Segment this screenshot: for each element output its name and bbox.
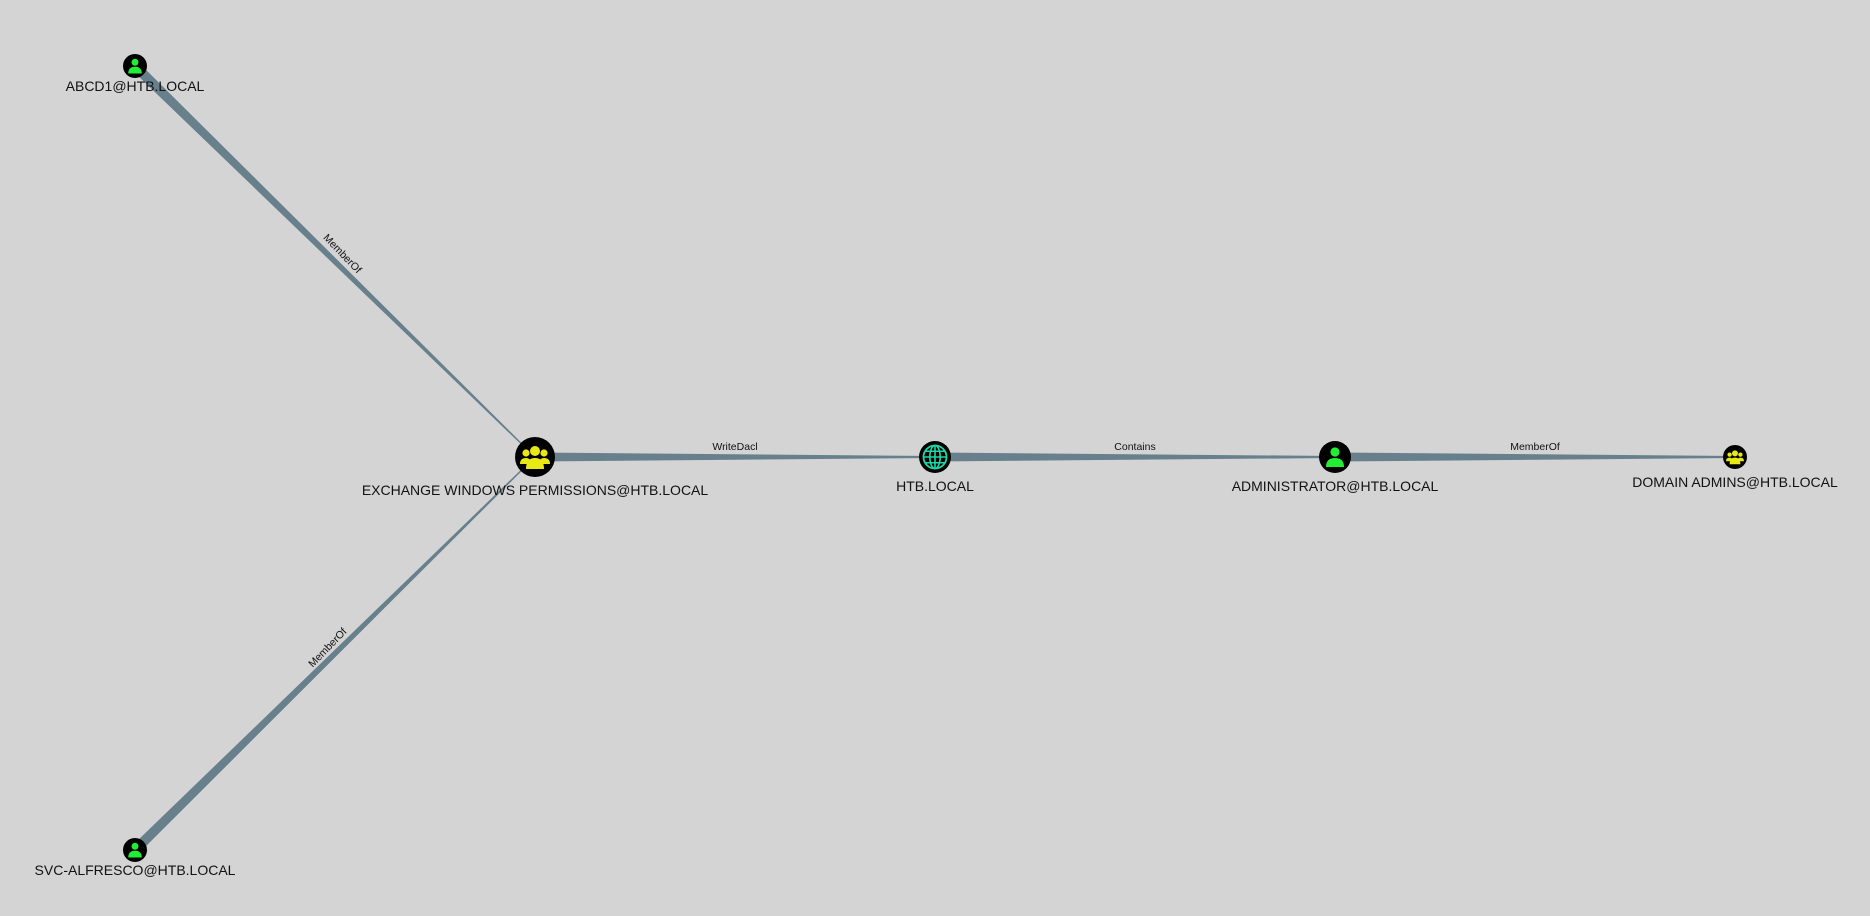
- node-htb[interactable]: HTB.LOCAL: [896, 441, 974, 494]
- node-circle[interactable]: [515, 437, 555, 477]
- node-label: EXCHANGE WINDOWS PERMISSIONS@HTB.LOCAL: [362, 482, 709, 498]
- edge-admin-da[interactable]: MemberOf: [1335, 441, 1735, 462]
- edge-svc-exch[interactable]: MemberOf: [131, 456, 536, 854]
- edge-exch-htb[interactable]: WriteDacl: [535, 441, 935, 462]
- node-abcd1[interactable]: ABCD1@HTB.LOCAL: [66, 54, 205, 94]
- nodes-layer: ABCD1@HTB.LOCAL SVC-ALFRESCO@HTB.LOCAL EXC…: [35, 54, 1838, 878]
- node-label: ADMINISTRATOR@HTB.LOCAL: [1232, 478, 1439, 494]
- edge-line[interactable]: [535, 452, 935, 462]
- edge-line[interactable]: [131, 62, 536, 458]
- node-label: DOMAIN ADMINS@HTB.LOCAL: [1632, 474, 1838, 490]
- node-circle[interactable]: [1723, 445, 1747, 469]
- edge-abcd1-exch[interactable]: MemberOf: [131, 62, 536, 458]
- edge-label: MemberOf: [1510, 441, 1560, 453]
- node-da[interactable]: DOMAIN ADMINS@HTB.LOCAL: [1632, 445, 1838, 490]
- edge-line[interactable]: [1335, 452, 1735, 462]
- node-exch[interactable]: EXCHANGE WINDOWS PERMISSIONS@HTB.LOCAL: [362, 437, 709, 498]
- user-icon: [1326, 447, 1344, 467]
- node-admin[interactable]: ADMINISTRATOR@HTB.LOCAL: [1232, 441, 1439, 494]
- group-icon: [1726, 450, 1744, 465]
- node-circle[interactable]: [1319, 441, 1351, 473]
- edge-line[interactable]: [131, 456, 536, 854]
- node-circle[interactable]: [123, 838, 147, 862]
- user-icon: [128, 58, 142, 74]
- edge-line[interactable]: [935, 452, 1335, 462]
- node-label: ABCD1@HTB.LOCAL: [66, 78, 205, 94]
- node-label: SVC-ALFRESCO@HTB.LOCAL: [35, 862, 236, 878]
- node-label: HTB.LOCAL: [896, 478, 974, 494]
- globe-icon: [922, 444, 948, 470]
- node-circle[interactable]: [123, 54, 147, 78]
- edge-label: WriteDacl: [712, 441, 757, 453]
- user-icon: [128, 842, 142, 858]
- edge-htb-admin[interactable]: Contains: [935, 441, 1335, 462]
- edge-label: Contains: [1114, 441, 1155, 453]
- group-icon: [520, 446, 550, 469]
- node-svc[interactable]: SVC-ALFRESCO@HTB.LOCAL: [35, 838, 236, 878]
